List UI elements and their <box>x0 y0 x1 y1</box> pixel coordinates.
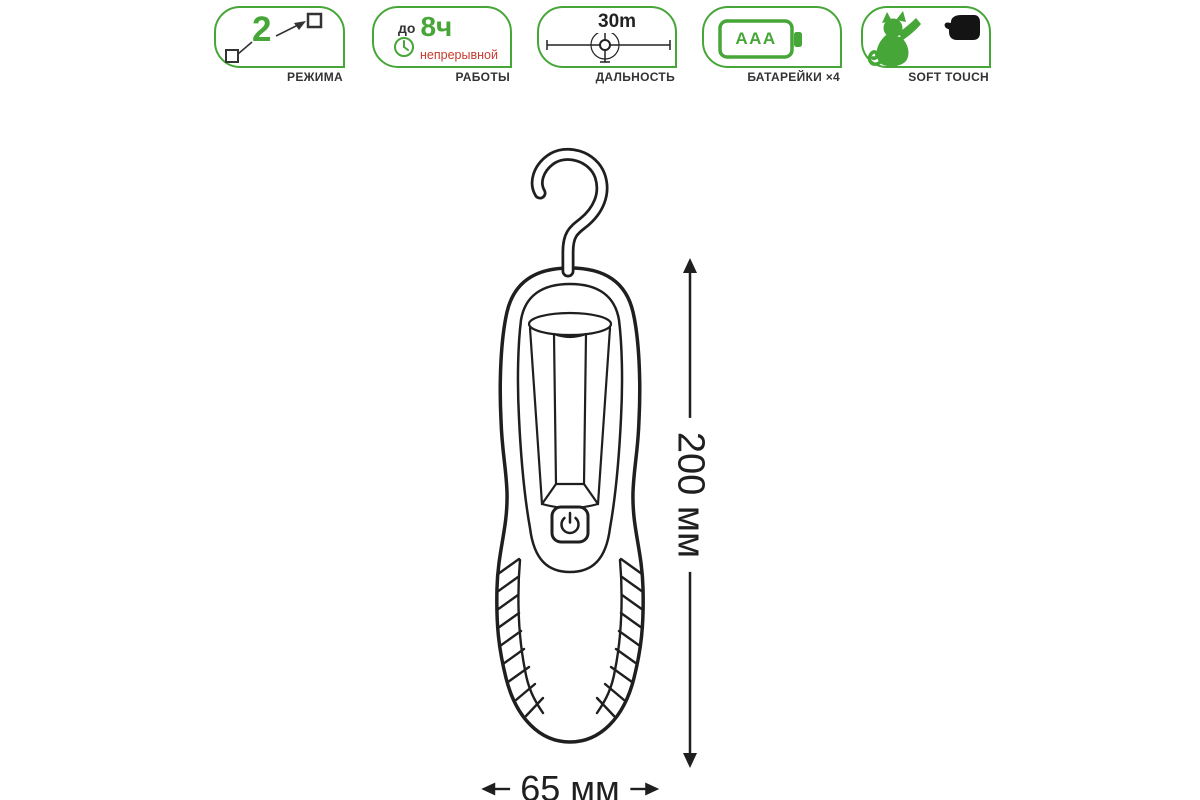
clock-icon <box>394 37 414 57</box>
modes-count: 2 <box>252 10 272 49</box>
hanging-hook <box>530 147 609 278</box>
height-dimension-label: 200 мм <box>666 417 714 573</box>
width-dimension-label: 65 мм <box>520 768 620 800</box>
battery-type: AAA <box>735 29 777 48</box>
runtime-note: непрерывной <box>420 48 498 62</box>
range-value: 30m <box>595 11 640 33</box>
runtime-value: 8ч <box>420 11 453 42</box>
led-window <box>527 311 613 510</box>
runtime-prefix: до <box>398 20 416 36</box>
width-dimension: 65 мм <box>480 768 660 800</box>
width-arrow-right-icon <box>629 782 659 796</box>
badge-runtime: до 8ч непрерывной РАБОТЫ <box>372 6 512 84</box>
two-modes-arrow-icon <box>225 12 323 63</box>
flashlight-drawing <box>495 147 697 768</box>
glove-icon <box>944 15 980 40</box>
face-plate <box>516 282 624 574</box>
badge-runtime-label: РАБОТЫ <box>455 70 510 84</box>
badge-soft-touch: SOFT TOUCH <box>861 6 991 84</box>
badge-range: 30m ДАЛЬНОСТЬ <box>537 6 677 84</box>
badge-modes: 2 РЕЖИМА <box>214 6 345 84</box>
badge-battery: AAA БАТАРЕЙКИ ×4 <box>702 6 842 84</box>
battery-icon <box>718 19 802 59</box>
badge-modes-label: РЕЖИМА <box>287 70 343 84</box>
power-button <box>550 505 590 544</box>
grip-left <box>495 557 545 718</box>
cat-icon <box>867 11 921 67</box>
badge-range-label: ДАЛЬНОСТЬ <box>595 70 675 84</box>
badge-battery-label: БАТАРЕЙКИ ×4 <box>747 70 840 84</box>
width-arrow-left-icon <box>481 782 511 796</box>
runtime-value-row: до 8ч <box>398 13 452 41</box>
badge-soft-touch-label: SOFT TOUCH <box>908 70 989 84</box>
grip-right <box>595 557 645 718</box>
